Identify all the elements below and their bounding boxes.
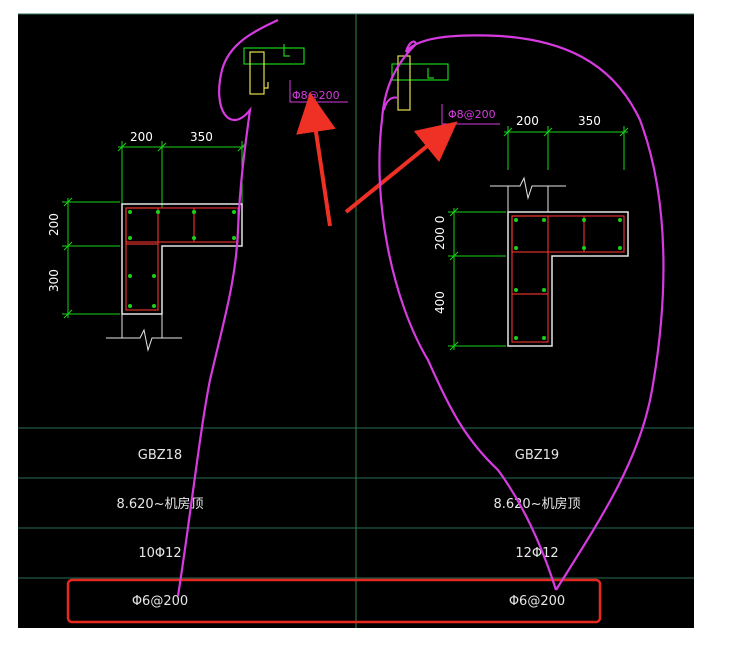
red-arrow-left (296, 92, 336, 227)
right-dim-top-a: 200 (516, 114, 539, 128)
magenta-hook-right (383, 96, 399, 111)
table-grid (18, 13, 694, 628)
left-stirrup-callout: Φ8@200 (292, 89, 340, 102)
left-dim-top-a: 200 (130, 130, 153, 144)
right-dim-side-b: 400 (433, 291, 447, 314)
left-dim-top-b: 350 (190, 130, 213, 144)
left-side-dimension (62, 197, 120, 319)
table-cell-right-3: Φ6@200 (509, 594, 565, 609)
table-cell-left-2: 10Φ12 (138, 546, 181, 561)
magenta-freehand-left (176, 19, 279, 597)
left-rebar-dots (128, 210, 236, 308)
left-break-line (106, 328, 182, 352)
right-break-line (490, 176, 566, 200)
right-top-dimension (503, 126, 629, 170)
magenta-freehand-right (378, 34, 665, 591)
table-cell-right-0: GBZ19 (515, 448, 559, 463)
table-cell-left-1: 8.620~机房顶 (116, 496, 203, 512)
table-cell-right-2: 12Φ12 (515, 546, 558, 561)
right-rebar-dots (514, 218, 622, 340)
left-dim-side-b: 300 (47, 269, 61, 292)
highlight-box (66, 578, 602, 624)
red-arrow-right (344, 121, 458, 214)
right-stirrup-callout: Φ8@200 (448, 108, 496, 121)
left-stirrup-legend (243, 44, 348, 103)
right-column-outline (507, 211, 629, 347)
right-dim-top-b: 350 (578, 114, 601, 128)
right-side-dimension (448, 207, 506, 351)
table-cell-right-1: 8.620~机房顶 (493, 496, 580, 512)
right-section-detail: 200 350 200 0 400 (391, 55, 629, 351)
right-dim-side-a: 200 0 (433, 216, 447, 250)
left-dim-side-a: 200 (47, 213, 61, 236)
table-cell-left-0: GBZ18 (138, 448, 182, 463)
table-cell-left-3: Φ6@200 (132, 594, 188, 609)
schedule-table: GBZ18 GBZ19 8.620~机房顶 8.620~机房顶 10Φ12 12… (116, 448, 580, 609)
